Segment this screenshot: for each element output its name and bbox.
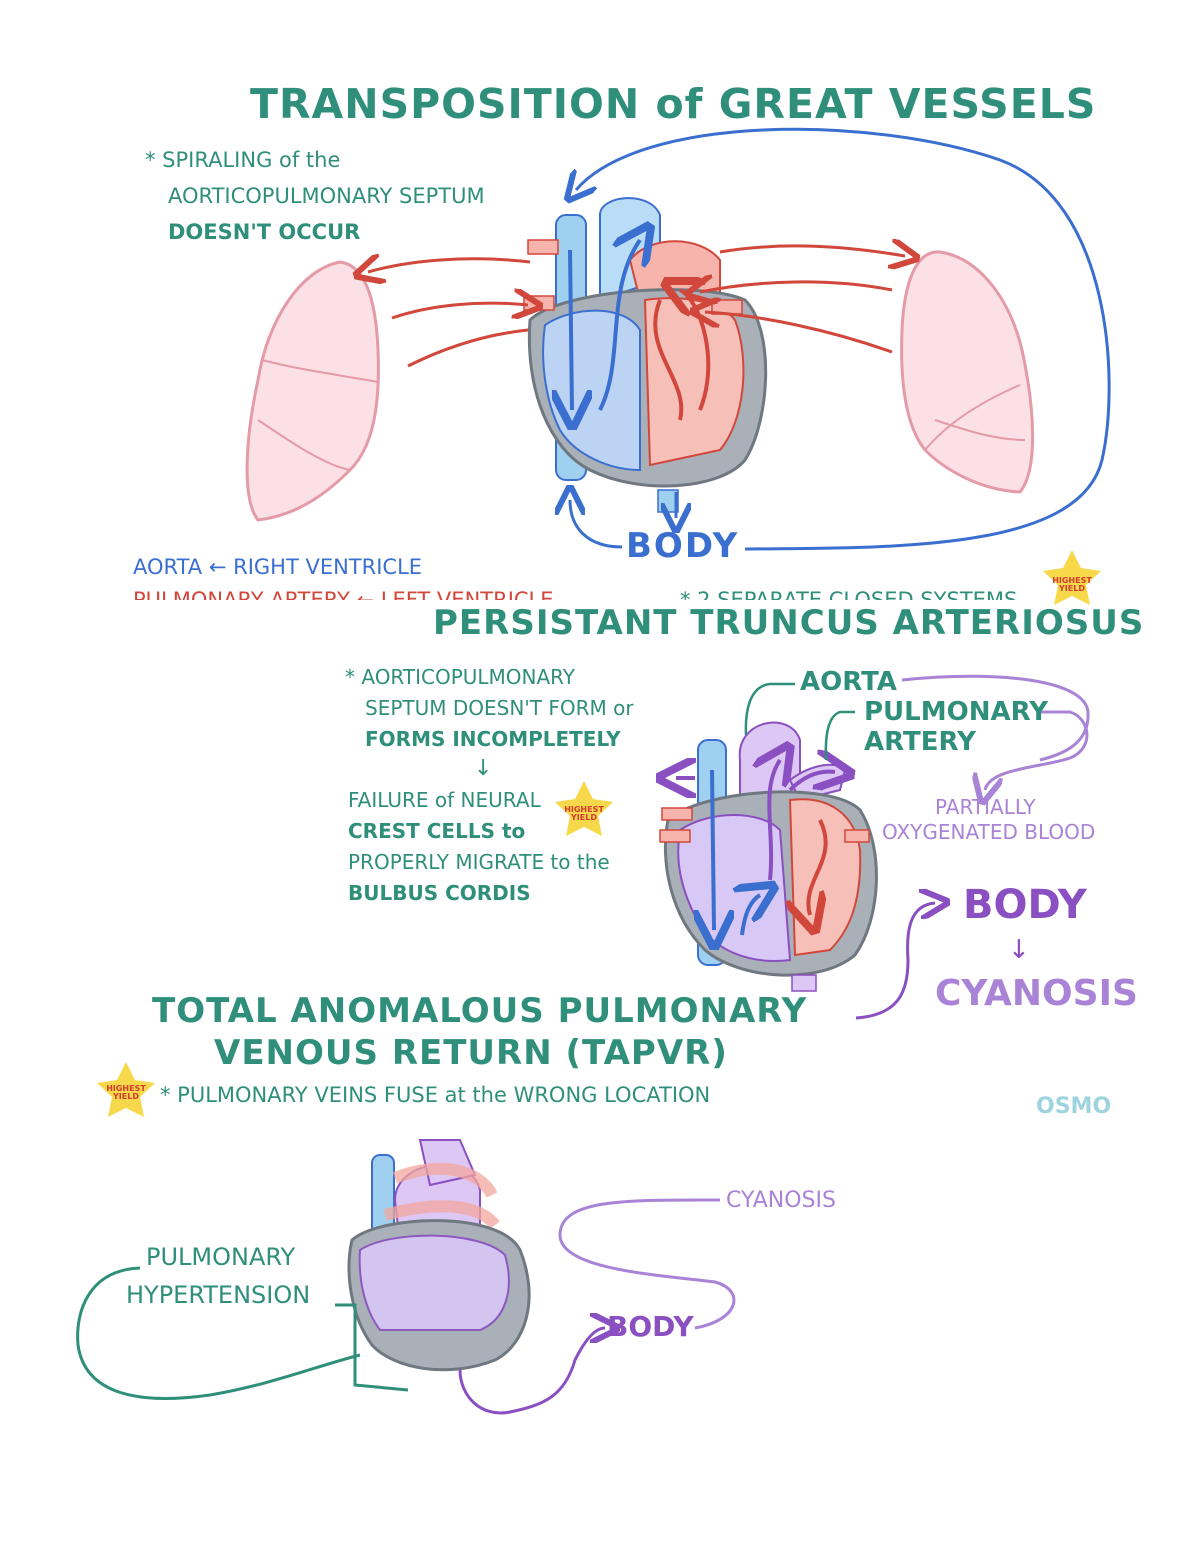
truncus-note-line-7: BULBUS CORDIS bbox=[348, 881, 531, 905]
heart-illustration-truncus bbox=[660, 721, 878, 992]
spiraling-note-line-1: * SPIRALING of the bbox=[145, 148, 341, 172]
body-label-truncus: BODY bbox=[963, 882, 1087, 928]
separate-systems-note: * 2 SEPARATE CLOSED SYSTEMS bbox=[680, 588, 1018, 600]
osmosis-logo: OSMO bbox=[1036, 1094, 1112, 1119]
pulmonary-artery-label-line-1: PULMONARY bbox=[864, 697, 1049, 727]
pulmonary-hypertension-line-2: HYPERTENSION bbox=[126, 1281, 311, 1309]
partially-oxygenated-line-1: PARTIALLY bbox=[935, 795, 1036, 819]
truncus-note-line-5: CREST CELLS to bbox=[348, 819, 526, 843]
section-title-transposition: TRANSPOSITION of GREAT VESSELS bbox=[250, 80, 1097, 128]
section-title-truncus: PERSISTANT TRUNCUS ARTERIOSUS bbox=[433, 603, 1145, 643]
partially-oxygenated-line-2: OXYGENATED BLOOD bbox=[882, 820, 1096, 844]
spiraling-note-line-2: AORTICOPULMONARY SEPTUM bbox=[168, 184, 485, 208]
truncus-note-line-3: FORMS INCOMPLETELY bbox=[365, 727, 621, 751]
highest-yield-badge-text-3: HIGHEST YIELD bbox=[106, 1084, 146, 1101]
partially-covered-row: PULMONARY ARTERY ← LEFT VENTRICLE * 2 SE… bbox=[0, 585, 1200, 600]
section-title-tapvr-line-1: TOTAL ANOMALOUS PULMONARY bbox=[152, 991, 808, 1031]
spiraling-note-line-3: DOESN'T OCCUR bbox=[168, 220, 361, 244]
right-lung-illustration bbox=[900, 250, 1035, 494]
highest-yield-star-3 bbox=[97, 1062, 155, 1117]
pulmonary-artery-label-line-2: ARTERY bbox=[864, 727, 976, 757]
highest-yield-star-1 bbox=[1043, 550, 1101, 605]
cyanosis-label-truncus: CYANOSIS bbox=[935, 973, 1138, 1014]
left-lung-illustration bbox=[245, 260, 380, 522]
highest-yield-badge-text-1: HIGHEST YIELD bbox=[1052, 576, 1092, 593]
aorta-right-ventricle-label: AORTA ← RIGHT VENTRICLE bbox=[133, 555, 423, 579]
truncus-down-arrow: ↓ bbox=[474, 756, 493, 781]
body-to-cyanosis-arrow: ↓ bbox=[1008, 935, 1030, 965]
truncus-note-line-2: SEPTUM DOESN'T FORM or bbox=[365, 696, 634, 720]
section-title-tapvr-line-2: VENOUS RETURN (TAPVR) bbox=[214, 1033, 728, 1073]
body-label-tapvr: BODY bbox=[607, 1310, 694, 1343]
cyanosis-label-tapvr: CYANOSIS bbox=[726, 1188, 836, 1213]
highest-yield-star-2 bbox=[555, 781, 613, 836]
tapvr-note: * PULMONARY VEINS FUSE at the WRONG LOCA… bbox=[160, 1083, 711, 1107]
heart-illustration-transposition bbox=[523, 197, 768, 513]
truncus-note-line-4: FAILURE of NEURAL bbox=[348, 788, 541, 812]
pulmonary-hypertension-line-1: PULMONARY bbox=[146, 1243, 296, 1271]
heart-illustration-tapvr bbox=[347, 1139, 605, 1415]
body-label-transposition: BODY bbox=[626, 526, 740, 566]
truncus-note-line-6: PROPERLY MIGRATE to the bbox=[348, 850, 610, 874]
aorta-label: AORTA bbox=[800, 667, 897, 697]
pulmonary-artery-left-ventricle-label: PULMONARY ARTERY ← LEFT VENTRICLE bbox=[133, 588, 554, 600]
highest-yield-badge-text-2: HIGHEST YIELD bbox=[564, 805, 604, 822]
truncus-note-line-1: * AORTICOPULMONARY bbox=[345, 665, 576, 689]
